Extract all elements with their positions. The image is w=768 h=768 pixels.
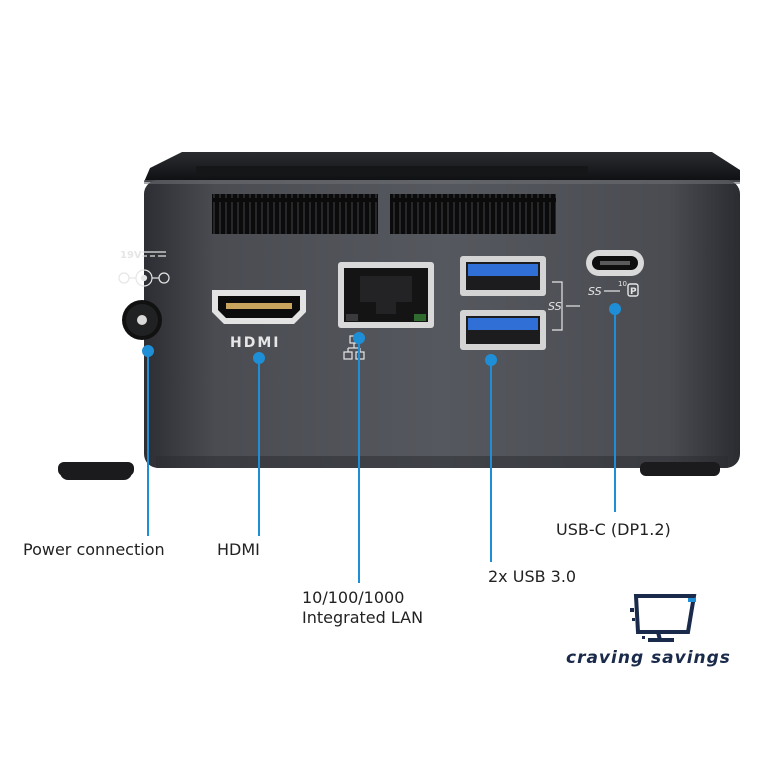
label-power-connection: Power connection xyxy=(23,540,165,559)
svg-text:SS: SS xyxy=(548,300,562,313)
air-vent-left xyxy=(212,194,378,234)
chassis-top xyxy=(144,152,740,182)
usb-port-top xyxy=(460,256,546,296)
label-lan: 10/100/1000 Integrated LAN xyxy=(302,588,462,628)
chassis-foot-right xyxy=(640,462,720,476)
power-marking: 19V xyxy=(120,250,142,261)
usb-c-marking-icon: SS 10 P xyxy=(588,280,639,298)
chassis-body xyxy=(144,180,740,468)
monitor-icon xyxy=(630,594,697,642)
power-symbol-icon xyxy=(118,251,170,287)
label-hdmi: HDMI xyxy=(217,540,260,559)
usb-c-port xyxy=(586,250,644,276)
usb-c-speed-marking: 10 xyxy=(618,280,627,288)
svg-text:P: P xyxy=(630,287,637,297)
svg-text:SS: SS xyxy=(588,285,602,298)
air-vent-right xyxy=(390,194,556,234)
label-lan-name: Integrated LAN xyxy=(302,608,424,627)
callout-lines xyxy=(142,303,621,583)
usb-port-bottom xyxy=(460,310,546,350)
label-usb-c: USB-C (DP1.2) xyxy=(556,520,671,539)
ethernet-port xyxy=(338,262,434,328)
label-usb-3: 2x USB 3.0 xyxy=(488,567,577,586)
hdmi-marking: HDMI xyxy=(230,335,280,351)
usb-superspeed-icon: SS xyxy=(548,281,580,331)
hdmi-port xyxy=(212,290,306,324)
craving-savings-logo xyxy=(630,594,697,642)
chassis-foot-left-inner xyxy=(60,462,132,480)
label-lan-speed: 10/100/1000 xyxy=(302,588,405,607)
power-port xyxy=(122,300,162,340)
logo-wordmark: craving savings xyxy=(566,648,731,668)
